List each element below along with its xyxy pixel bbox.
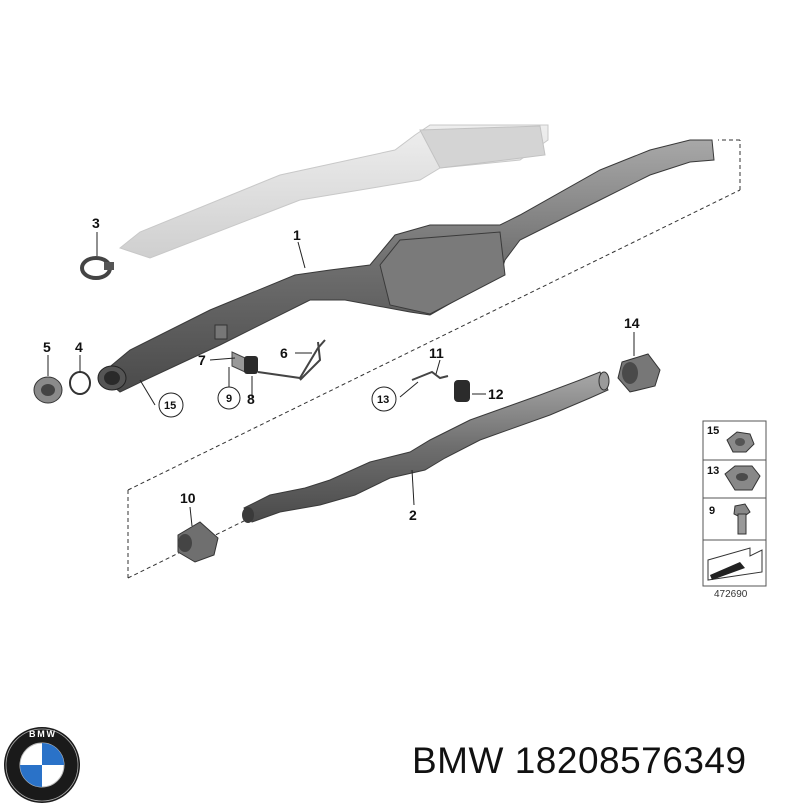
fastener-legend: 15 13 9 bbox=[702, 420, 767, 587]
circled-callouts: 15 9 13 bbox=[158, 386, 397, 418]
arrow-icon bbox=[707, 547, 763, 581]
callout-13: 13 bbox=[377, 394, 389, 406]
assembly-frame bbox=[127, 139, 741, 579]
callout-1: 1 bbox=[293, 227, 301, 243]
callout-15: 15 bbox=[164, 400, 176, 412]
clamp-part-10 bbox=[177, 521, 219, 563]
ghost-rear-muffler bbox=[118, 124, 549, 259]
sealing-ring-part-4 bbox=[69, 371, 91, 395]
legend-label-9: 9 bbox=[709, 505, 715, 517]
callout-11: 11 bbox=[429, 345, 444, 361]
intermediate-pipe-part-2 bbox=[242, 371, 610, 523]
callout-12: 12 bbox=[488, 386, 504, 402]
rubber-mount-part-8 bbox=[231, 351, 258, 374]
legend-label-15: 15 bbox=[707, 425, 719, 437]
hex-nut-icon bbox=[724, 465, 761, 491]
callout-4: 4 bbox=[75, 339, 83, 355]
diagram-reference-number: 472690 bbox=[714, 589, 748, 600]
callout-labels: 1 3 5 4 6 7 8 11 12 14 2 10 bbox=[43, 215, 640, 523]
callout-2: 2 bbox=[409, 507, 417, 523]
callout-14: 14 bbox=[624, 315, 640, 331]
callout-5: 5 bbox=[43, 339, 51, 355]
clamp-part-3 bbox=[80, 256, 114, 280]
flange-nut-icon bbox=[726, 431, 755, 453]
part-number: 18208576349 bbox=[514, 740, 747, 781]
gasket-part-5 bbox=[33, 376, 63, 404]
front-pipe-catalytic-converter bbox=[97, 139, 715, 393]
callout-6: 6 bbox=[280, 345, 288, 361]
callout-9: 9 bbox=[226, 393, 232, 405]
bmw-logo-icon: BMW bbox=[4, 727, 80, 803]
callout-7: 7 bbox=[198, 352, 206, 368]
logo-letters: BMW bbox=[29, 729, 56, 739]
brand-name: BMW bbox=[412, 740, 504, 781]
rubber-mount-part-12 bbox=[454, 380, 470, 402]
part-caption: BMW 18208576349 bbox=[412, 740, 747, 782]
callout-10: 10 bbox=[180, 490, 196, 506]
callout-3: 3 bbox=[92, 215, 100, 231]
legend-label-13: 13 bbox=[707, 465, 719, 477]
bracket-part-6 bbox=[257, 339, 326, 381]
callout-8: 8 bbox=[247, 391, 255, 407]
bolt-icon bbox=[733, 503, 751, 535]
hanger-part-11 bbox=[411, 370, 449, 381]
clamp-part-14 bbox=[617, 353, 661, 393]
